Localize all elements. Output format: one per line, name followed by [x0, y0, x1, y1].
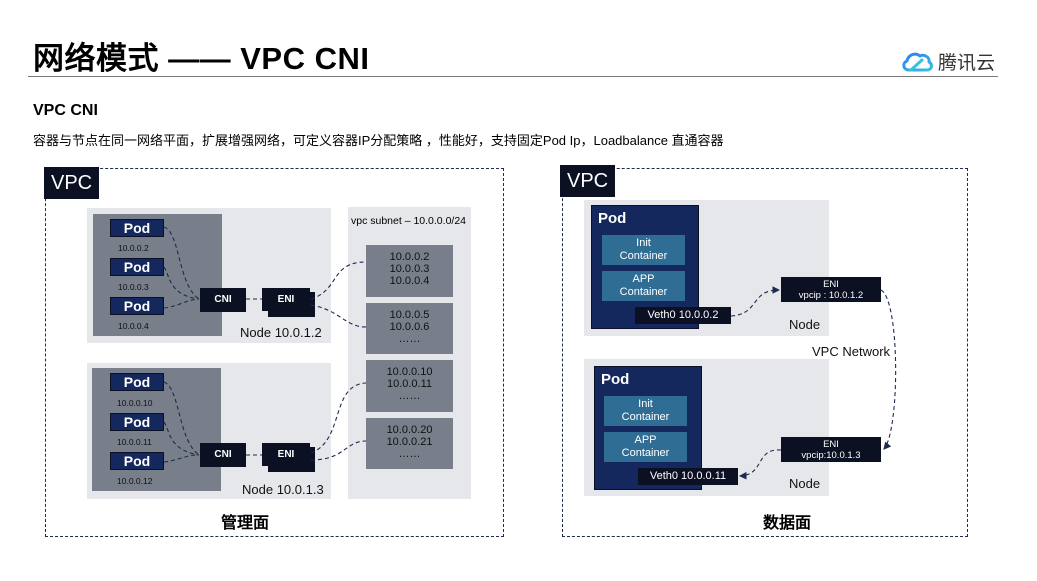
init-container-line: Container [621, 411, 670, 423]
subnet-ip: 10.0.0.4 [389, 275, 430, 287]
subnet-ip: 10.0.0.20 [386, 424, 433, 436]
data-node-label-1: Node [789, 317, 821, 332]
eni-vpcip: vpcip:10.0.1.3 [801, 450, 861, 461]
pod-1-3: Pod [110, 297, 164, 315]
section-description: 容器与节点在同一网络平面，扩展增强网络，可定义容器IP分配策略 ，性能好，支持固… [33, 133, 724, 148]
eni-1: ENI [262, 288, 310, 311]
pod-1-1: Pod [110, 219, 164, 237]
data-pod-1-title: Pod [598, 210, 627, 227]
node-label-1: Node 10.0.1.2 [240, 325, 322, 340]
data-eni-2: ENI vpcip:10.0.1.3 [781, 437, 881, 462]
pod-2-1: Pod [110, 373, 164, 391]
eni-vpcip: vpcip : 10.0.1.2 [798, 290, 864, 301]
veth-2: Veth0 10.0.0.11 [638, 468, 738, 485]
init-container-line: Init [638, 398, 653, 410]
vpc-network-label: VPC Network [812, 344, 891, 359]
title-divider [28, 76, 998, 77]
subnet-group-4: 10.0.0.20 10.0.0.21 …… [366, 418, 453, 469]
app-container-line: APP [632, 273, 655, 285]
vpc-frame-data [562, 168, 968, 537]
subnet-ip: …… [398, 448, 421, 460]
brand-logo: 腾讯云 [900, 48, 995, 74]
subnet-ip: 10.0.0.2 [389, 251, 430, 263]
init-container-1: Init Container [602, 235, 685, 265]
node-label-2: Node 10.0.1.3 [242, 482, 324, 497]
subnet-ip: …… [398, 390, 421, 402]
app-container-line: Container [621, 447, 670, 459]
brand-name: 腾讯云 [938, 52, 996, 74]
eni-title: ENI [823, 439, 839, 450]
tencent-cloud-icon [902, 52, 933, 72]
subnet-ip: 10.0.0.3 [389, 263, 430, 275]
page-title: 网络模式 —— VPC CNI [33, 41, 370, 76]
data-pod-2-title: Pod [601, 371, 630, 388]
subnet-ip: 10.0.0.21 [386, 436, 433, 448]
subnet-ip: 10.0.0.6 [389, 321, 430, 333]
subnet-ip: 10.0.0.5 [389, 309, 430, 321]
pod-1-2: Pod [110, 258, 164, 276]
vpc-frame-management [45, 168, 504, 537]
pod-ip: 10.0.0.11 [117, 437, 152, 447]
init-container-line: Init [636, 237, 651, 249]
app-container-line: APP [634, 434, 657, 446]
vpc-tag-management: VPC [44, 167, 100, 199]
app-container-1: APP Container [602, 271, 685, 301]
pod-2-3: Pod [110, 452, 164, 470]
section-subtitle: VPC CNI [33, 102, 98, 119]
app-container-line: Container [619, 286, 668, 298]
subnet-ip: 10.0.0.10 [386, 366, 433, 378]
data-node-label-2: Node [789, 476, 821, 491]
vpc-subnet-label: vpc subnet – 10.0.0.0/24 [351, 215, 467, 227]
pod-ip: 10.0.0.3 [118, 282, 149, 292]
cni-1: CNI [200, 288, 246, 312]
cni-2: CNI [200, 443, 246, 467]
subnet-ip: …… [398, 333, 421, 345]
data-plane-caption: 数据面 [763, 515, 812, 532]
init-container-line: Container [619, 250, 668, 262]
pod-ip: 10.0.0.4 [118, 321, 149, 331]
pod-ip: 10.0.0.12 [117, 476, 153, 486]
init-container-2: Init Container [604, 396, 687, 426]
pod-2-2: Pod [110, 413, 164, 431]
veth-1: Veth0 10.0.0.2 [635, 307, 731, 324]
eni-title: ENI [823, 279, 839, 290]
subnet-group-2: 10.0.0.5 10.0.0.6 …… [366, 303, 453, 354]
management-plane-caption: 管理面 [221, 515, 270, 532]
data-eni-1: ENI vpcip : 10.0.1.2 [781, 277, 881, 302]
subnet-group-1: 10.0.0.2 10.0.0.3 10.0.0.4 [366, 245, 453, 297]
pod-ip: 10.0.0.2 [118, 243, 149, 253]
app-container-2: APP Container [604, 432, 687, 462]
subnet-ip: 10.0.0.11 [386, 378, 433, 390]
vpc-tag-data: VPC [560, 165, 616, 197]
pod-ip: 10.0.0.10 [117, 398, 153, 408]
eni-2: ENI [262, 443, 310, 466]
subnet-group-3: 10.0.0.10 10.0.0.11 …… [366, 360, 453, 412]
